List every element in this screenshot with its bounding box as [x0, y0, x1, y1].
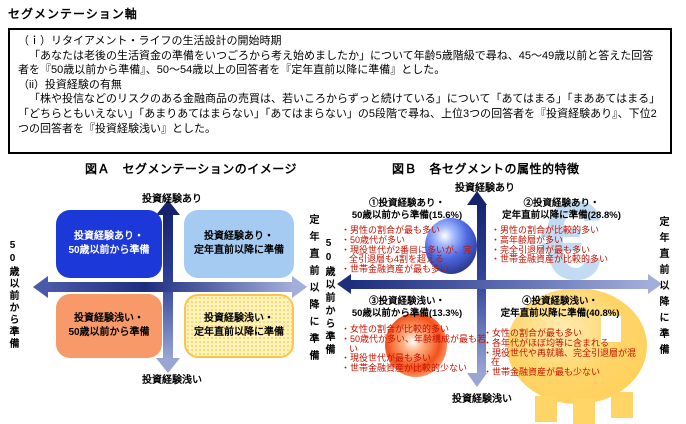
bullet-item: ・現役世代や再就職、完全引退層が混在: [483, 347, 637, 368]
bullet-item: ・各年代がほぼ均等に含まれる: [483, 337, 610, 348]
figure-b-arrow-up-icon: [467, 191, 487, 205]
bullet-item: ・世帯金融資産が比較的多い: [491, 254, 609, 265]
figure-a-title: 図Ａ セグメンテーションのイメージ: [85, 162, 298, 176]
quadrant-label-line2: 定年直前以降に準備: [194, 245, 284, 256]
bullet-item: ・50歳代が多い、年齢構成が最も若い: [341, 333, 487, 354]
segment-2-title-line1: ②投資経験あり・: [523, 198, 600, 209]
figure-b-arrow-left-icon: [337, 274, 351, 294]
figure-a-axis-top-label: 投資経験あり: [142, 194, 202, 205]
figure-b-arrow-right-icon: [648, 274, 662, 294]
figure-a-arrow-right-icon: [292, 276, 307, 298]
figure-b-horizontal-axis-arrow: [351, 280, 649, 289]
bullet-item: ・男性の割合が比較的多い: [491, 225, 600, 235]
page-title: セグメンテーション軸: [8, 7, 138, 21]
segment-4-title: ④投資経験浅い・ 定年直前以降に準備(40.8%): [481, 296, 639, 320]
segment-4-title-line1: ④投資経験浅い・: [521, 296, 598, 307]
segment-3-title: ③投資経験浅い・ 50歳以前から準備(13.3%): [338, 296, 476, 320]
quadrant-label-line1: 投資経験あり・: [204, 231, 274, 242]
figure-a-arrow-down-icon: [156, 358, 180, 373]
segment-4-title-line2: 定年直前以降に準備(40.8%): [500, 308, 620, 319]
figure-b-vertical-axis-arrow: [477, 204, 486, 374]
segment-3-bullets: ・女性の割合が比較的多い ・50歳代が多い、年齢構成が最も若い ・現役世代が最も…: [341, 324, 489, 374]
definition-item1-heading: （ｉ）リタイアメント・ライフの生活設計の開始時期: [18, 35, 282, 47]
figure-a-axis-left-label: 50歳以前から準備: [7, 240, 18, 350]
bullet-item: ・女性の割合が比較的多い: [341, 324, 450, 334]
blue-sphere-icon: [425, 218, 477, 274]
segment-2-bullets: ・男性の割合が比較的多い ・高年齢層が多い ・完全引退層が最も多い ・世帯金融資…: [491, 225, 643, 265]
bullet-item: ・完全引退層が最も多い: [491, 244, 591, 255]
figure-a-horizontal-axis-arrow: [47, 282, 293, 292]
segment-3-title-line1: ③投資経験浅い・: [368, 296, 445, 307]
figure-b-axis-top-label: 投資経験あり: [455, 183, 515, 194]
orange-sphere-icon: [385, 313, 447, 377]
bullet-item: ・世帯金融資産が最も少ない: [483, 367, 601, 378]
quadrant-label-line2: 50歳以前から準備: [68, 245, 150, 256]
bullet-item: ・世帯金融資産が最も多い: [341, 264, 450, 275]
segment-1-title-line1: ①投資経験あり・: [368, 198, 445, 209]
figure-a-quadrant-top-left: 投資経験あり・ 50歳以前から準備: [56, 210, 162, 278]
bullet-item: ・女性の割合が最も多い: [483, 328, 583, 338]
bullet-item: ・現役世代が最も多い: [341, 353, 432, 364]
figure-a-axis-bottom-label: 投資経験浅い: [142, 375, 202, 386]
segment-4-bullets: ・女性の割合が最も多い ・各年代がほぼ均等に含まれる ・現役世代や再就職、完全引…: [483, 328, 643, 378]
figure-a-arrow-left-icon: [33, 276, 48, 298]
definition-item1-body: 「あなたは老後の生活資金の準備をいつごろから考え始めましたか」について年齢5歳階…: [18, 49, 654, 77]
quadrant-label-line2: 50歳以前から準備: [68, 327, 150, 338]
segment-1-title: ①投資経験あり・ 50歳以前から準備(15.6%): [338, 198, 476, 222]
figure-a-arrow-up-icon: [156, 200, 180, 215]
bullet-item: ・世帯金融資産が比較的少ない: [341, 363, 468, 374]
bullet-item: ・現役世代が2番目に多いが、完全引退層も4割を超える: [341, 244, 472, 265]
bullet-item: ・50歳代が多い: [341, 234, 406, 245]
segment-3-title-line2: 50歳以前から準備(13.3%): [351, 308, 463, 319]
quadrant-label-line2: 定年直前以降に準備: [194, 327, 284, 338]
segment-2-title: ②投資経験あり・ 定年直前以降に準備(28.8%): [484, 198, 639, 222]
segment-2-title-line2: 定年直前以降に準備(28.8%): [502, 210, 621, 221]
figure-a-quadrant-top-right: 投資経験あり・ 定年直前以降に準備: [184, 210, 294, 278]
figure-b-axis-bottom-label: 投資経験浅い: [452, 394, 512, 405]
segment-1-bullets: ・男性の割合が最も多い ・50歳代が多い ・現役世代が2番目に多いが、完全引退層…: [341, 225, 479, 275]
figure-a-axis-right-label: 定年直前以降に準備: [307, 214, 318, 367]
figure-b-axis-right-label: 定年直前以降に準備: [657, 216, 668, 360]
figure-a-quadrant-bottom-left: 投資経験浅い・ 50歳以前から準備: [56, 294, 162, 358]
segment-1-title-line2: 50歳以前から準備(15.6%): [351, 210, 463, 221]
figure-b-axis-left-label: 50歳以前から準備: [323, 238, 334, 357]
bullet-item: ・高年齢層が多い: [491, 234, 564, 245]
quadrant-label-line1: 投資経験あり・: [74, 231, 144, 242]
euro-symbol-icon: €: [540, 178, 603, 303]
definition-item2-heading: （ii）投資経験の有無: [18, 78, 122, 91]
figure-b-arrow-down-icon: [467, 373, 487, 387]
definition-box: （ｉ）リタイアメント・ライフの生活設計の開始時期 「あなたは老後の生活資金の準備…: [8, 28, 672, 154]
figure-b-title: 図Ｂ 各セグメントの属性的特徴: [392, 162, 580, 176]
quadrant-label-line1: 投資経験浅い・: [74, 313, 144, 324]
money-pot-icon: [505, 286, 655, 424]
figure-a-quadrant-bottom-right: 投資経験浅い・ 定年直前以降に準備: [184, 294, 294, 358]
quadrant-label-line1: 投資経験浅い・: [204, 313, 274, 324]
definition-item2-body: 「株や投信などのリスクのある金融商品の売買は、若いころからずっと続けている」につ…: [18, 93, 661, 135]
bullet-item: ・男性の割合が最も多い: [341, 225, 441, 235]
